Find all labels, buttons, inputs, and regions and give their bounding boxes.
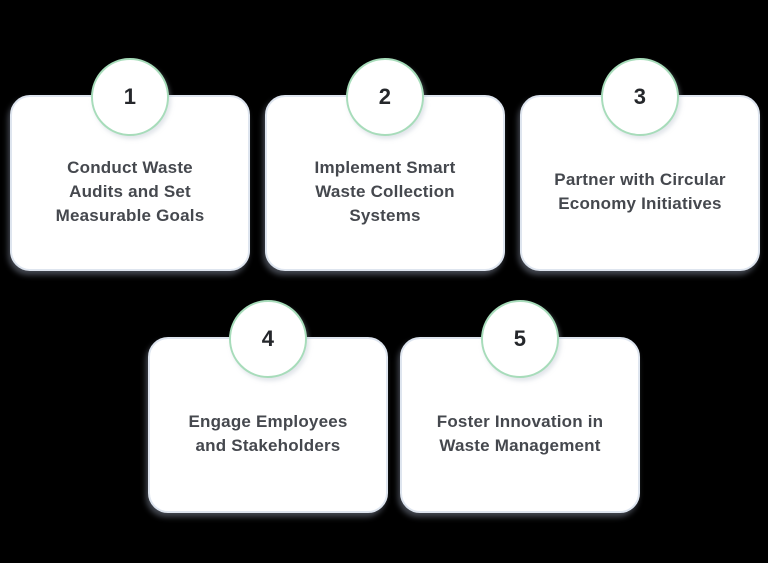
step-title-line: Foster Innovation in (436, 412, 604, 431)
step-number-3: 3 (633, 84, 647, 109)
step-title-line: Engage Employees (188, 412, 348, 431)
step-card-4: 4 Engage Employees and Stakeholders (148, 300, 388, 513)
step-title-line: Conduct Waste (67, 158, 193, 177)
step-title-line: Partner with Circular (554, 170, 726, 189)
step-number-badge-2: 2 (346, 58, 424, 136)
step-card-3: 3 Partner with Circular Economy Initiati… (520, 58, 760, 271)
step-title-line: Audits and Set (69, 182, 191, 201)
step-card-2: 2 Implement Smart Waste Collection Syste… (265, 58, 505, 271)
step-card-1: 1 Conduct Waste Audits and Set Measurabl… (10, 58, 250, 271)
step-title-5: Foster Innovation in Waste Management (437, 392, 603, 458)
step-number-badge-3: 3 (601, 58, 679, 136)
step-number-badge-4: 4 (229, 300, 307, 378)
step-title-2: Implement Smart Waste Collection Systems (315, 138, 456, 228)
step-title-line: and Stakeholders (195, 436, 341, 455)
step-title-line: Waste Collection (315, 182, 455, 201)
step-number-1: 1 (123, 84, 137, 109)
step-number-4: 4 (261, 326, 275, 351)
step-number-badge-5: 5 (481, 300, 559, 378)
step-number-badge-1: 1 (91, 58, 169, 136)
step-title-1: Conduct Waste Audits and Set Measurable … (56, 138, 205, 228)
step-title-line: Economy Initiatives (558, 194, 722, 213)
step-number-2: 2 (378, 84, 392, 109)
step-card-5: 5 Foster Innovation in Waste Management (400, 300, 640, 513)
step-title-line: Measurable Goals (55, 206, 205, 225)
step-title-line: Waste Management (439, 436, 601, 455)
step-title-line: Systems (349, 206, 421, 225)
step-number-5: 5 (513, 326, 527, 351)
step-title-4: Engage Employees and Stakeholders (188, 392, 347, 458)
step-title-3: Partner with Circular Economy Initiative… (554, 150, 725, 216)
step-title-line: Implement Smart (314, 158, 456, 177)
